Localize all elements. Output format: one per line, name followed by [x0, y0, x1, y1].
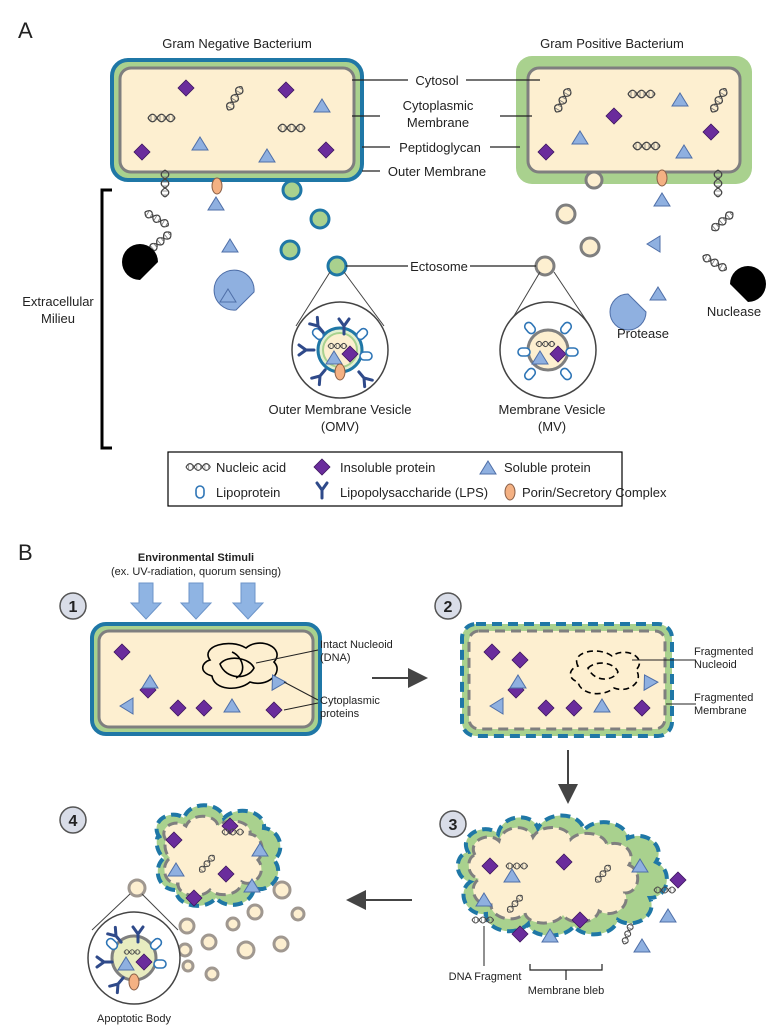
step-1-cell	[90, 622, 322, 736]
label-cytosol: Cytosol	[415, 73, 458, 88]
label-protease: Protease	[617, 326, 669, 341]
stimuli-title: Environmental Stimuli	[138, 552, 254, 564]
step-2-labels: Fragmented Nucleoid Fragmented Membrane	[632, 646, 753, 717]
center-labels: Cytosol Cytoplasmic Membrane Peptidoglyc…	[352, 73, 540, 179]
legend-lipoprotein: Lipoprotein	[216, 485, 280, 500]
step-3-cell	[455, 813, 687, 953]
panel-b-letter: B	[18, 540, 33, 565]
gram-positive-title: Gram Positive Bacterium	[540, 36, 684, 51]
legend: Nucleic acid Insoluble protein Soluble p…	[167, 451, 667, 507]
step-1-labels: Intact Nucleoid (DNA) Cytoplasmic protei…	[255, 639, 393, 720]
apoptotic-body-zoom: Apoptotic Body	[87, 893, 181, 1025]
gram-negative-bacterium	[110, 58, 364, 201]
stimuli-sub: (ex. UV-radiation, quorum sensing)	[111, 566, 281, 578]
step-2-cell	[460, 622, 674, 738]
label-apoptotic-body: Apoptotic Body	[97, 1013, 171, 1025]
step-badges: 1 2 3 4	[59, 592, 467, 838]
milieu-bracket: Extracellular Milieu	[22, 188, 112, 450]
label-frag-membrane-2: Membrane	[694, 705, 747, 717]
step-1-badge: 1	[69, 599, 78, 616]
label-cyto-proteins-2: proteins	[320, 708, 360, 720]
label-membrane-bleb: Membrane bleb	[528, 985, 604, 997]
milieu-label-2: Milieu	[41, 311, 75, 326]
label-mv-1: Membrane Vesicle	[499, 402, 606, 417]
legend-lps: Lipopolysaccharide (LPS)	[340, 485, 488, 500]
label-cyto-proteins-1: Cytoplasmic	[320, 695, 380, 707]
legend-nucleic-acid: Nucleic acid	[216, 460, 286, 475]
label-omv-1: Outer Membrane Vesicle	[268, 402, 411, 417]
label-intact-1: Intact Nucleoid	[320, 639, 393, 651]
label-membrane: Membrane	[407, 115, 469, 130]
label-intact-2: (DNA)	[320, 652, 351, 664]
legend-insoluble-protein: Insoluble protein	[340, 460, 435, 475]
gram-positive-bacterium	[516, 56, 752, 198]
label-cytoplasmic: Cytoplasmic	[403, 98, 474, 113]
gram-negative-extracellular	[122, 196, 348, 311]
label-omv-2: (OMV)	[321, 419, 359, 434]
panel-a-letter: A	[18, 18, 33, 43]
mv-zoom: Membrane Vesicle (MV)	[499, 271, 606, 434]
step-4-cell	[127, 803, 306, 982]
label-frag-nucleoid-2: Nucleoid	[694, 659, 737, 671]
step-3-badge: 3	[449, 817, 458, 834]
step-4-badge: 4	[69, 813, 78, 830]
step-2-badge: 2	[444, 599, 453, 616]
label-frag-membrane-1: Fragmented	[694, 692, 753, 704]
milieu-label-1: Extracellular	[22, 294, 94, 309]
gram-negative-title: Gram Negative Bacterium	[162, 36, 312, 51]
omv-zoom: Outer Membrane Vesicle (OMV)	[268, 271, 412, 434]
gram-positive-extracellular: Protease Nuclease	[534, 192, 766, 341]
label-frag-nucleoid-1: Fragmented	[694, 646, 753, 658]
label-outer-membrane: Outer Membrane	[388, 164, 486, 179]
legend-soluble-protein: Soluble protein	[504, 460, 591, 475]
label-nuclease: Nuclease	[707, 304, 761, 319]
legend-porin: Porin/Secretory Complex	[522, 485, 667, 500]
label-dna-fragment: DNA Fragment	[449, 971, 522, 983]
ectosome-label-group: Ectosome	[346, 259, 536, 274]
label-ectosome: Ectosome	[410, 259, 468, 274]
label-mv-2: (MV)	[538, 419, 566, 434]
step-3-labels: DNA Fragment Membrane bleb	[449, 926, 604, 997]
label-peptidoglycan: Peptidoglycan	[399, 140, 481, 155]
stimuli-arrows	[129, 582, 265, 620]
